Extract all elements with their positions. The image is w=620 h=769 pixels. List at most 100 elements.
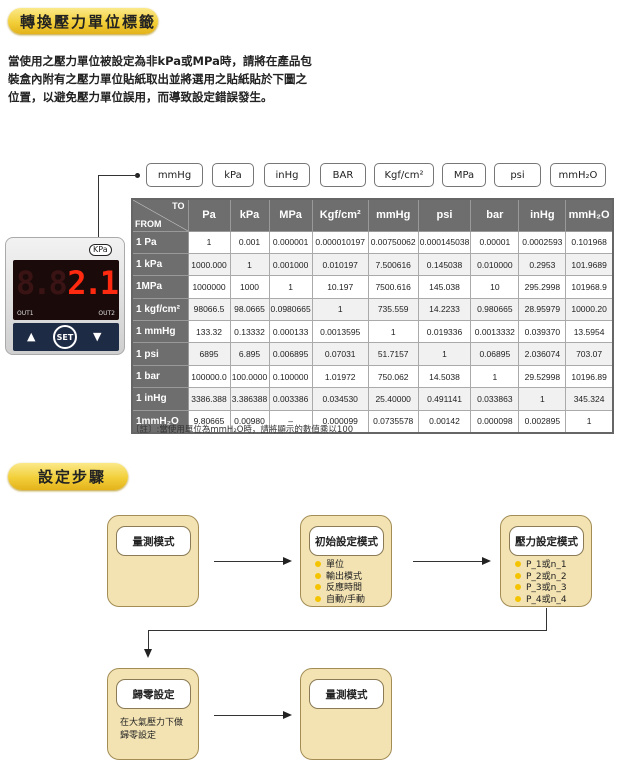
- table-cell: 14.2233: [417, 297, 472, 322]
- table-cell: 1000: [229, 275, 270, 299]
- corner-header: TO FROM: [131, 198, 189, 232]
- connector-line: [148, 630, 547, 631]
- table-cell: 0.00001: [470, 230, 520, 254]
- table-cell: 703.07: [565, 342, 614, 366]
- out2-indicator: OUT2: [98, 310, 115, 317]
- unit-sticker-psi: psi: [494, 163, 541, 187]
- step-title: 初始設定模式: [309, 526, 384, 556]
- arrow-head-icon: [482, 557, 491, 565]
- unit-sticker-inhg: inHg: [264, 163, 310, 187]
- table-cell: 1000.000: [187, 252, 231, 277]
- table-cell: 10196.89: [565, 364, 614, 389]
- table-cell: 1: [367, 320, 419, 344]
- table-cell: 10.197: [311, 275, 369, 299]
- table-cell: 1000000: [187, 275, 231, 299]
- table-cell: 0.491141: [417, 387, 472, 411]
- unit-sticker-mmh2o: mmH₂O: [550, 163, 606, 187]
- table-cell: 0.0013595: [311, 320, 369, 344]
- arrow-head-icon: [283, 557, 292, 565]
- connector-line: [546, 608, 547, 631]
- table-cell: 0.0013332: [470, 320, 520, 344]
- table-cell: 1.01972: [311, 364, 369, 389]
- digit-row: 8.8 2.1: [16, 263, 119, 303]
- table-cell: 1: [565, 409, 614, 434]
- unit-sticker-kpa: kPa: [212, 163, 254, 187]
- table-cell: 2.036074: [518, 342, 567, 366]
- table-cell: 1: [417, 342, 472, 366]
- table-cell: 133.32: [187, 320, 231, 344]
- flow-step-measure-final: 量測模式: [300, 668, 392, 760]
- section-title-label-conversion: 轉換壓力單位標籤: [8, 8, 158, 34]
- table-cell: 0.101968: [565, 230, 614, 254]
- table-cell: 6895: [187, 342, 231, 366]
- table-cell: 0.033863: [470, 387, 520, 411]
- table-cell: 7500.616: [367, 275, 419, 299]
- row-header: 1 psi: [131, 342, 189, 366]
- down-button[interactable]: ▼: [93, 330, 102, 343]
- display: 8.8 2.1 OUT1 OUT2: [13, 260, 119, 320]
- step-item: 單位: [315, 560, 365, 572]
- table-cell: 100.0000: [229, 364, 270, 389]
- table-cell: 0.000133: [268, 320, 313, 344]
- to-label: TO: [172, 201, 185, 211]
- step-item: 輸出模式: [315, 572, 365, 584]
- table-cell: 10000.20: [565, 297, 614, 322]
- step-item: 反應時間: [315, 583, 365, 595]
- unit-sticker-mmhg: mmHg: [146, 163, 203, 187]
- arrow-head-icon: [283, 711, 292, 719]
- table-cell: 10: [470, 275, 520, 299]
- row-header: 1mmH₂O: [131, 409, 189, 434]
- unit-label: KPa: [89, 244, 112, 256]
- section-title-text: 設定步驟: [38, 468, 107, 486]
- unit-sticker-bar: BAR: [320, 163, 366, 187]
- row-header: 1 bar: [131, 364, 189, 389]
- table-cell: 0.019336: [417, 320, 472, 344]
- pressure-gauge-device: KPa 8.8 2.1 OUT1 OUT2 ▲ SET ▼: [5, 237, 125, 355]
- table-cell: 0.145038: [417, 252, 472, 277]
- instruction-paragraph: 當使用之壓力單位被設定為非kPa或MPa時，請將在產品包裝盒內附有之壓力單位貼紙…: [8, 54, 312, 104]
- table-cell: 6.895: [229, 342, 270, 366]
- from-label: FROM: [135, 218, 162, 229]
- table-cell: 0.010000: [470, 252, 520, 277]
- table-cell: 0.010197: [311, 252, 369, 277]
- step-item: P_4或n_4: [515, 595, 567, 607]
- table-cell: 0.003386: [268, 387, 313, 411]
- set-button[interactable]: SET: [53, 325, 77, 349]
- table-cell: 0.2953: [518, 252, 567, 277]
- step-item: P_1或n_1: [515, 560, 567, 572]
- step-item: P_3或n_3: [515, 583, 567, 595]
- table-cell: 3386.388: [187, 387, 231, 411]
- table-cell: 1: [268, 275, 313, 299]
- up-button[interactable]: ▲: [27, 330, 36, 343]
- table-cell: 0.00980: [229, 409, 270, 434]
- arrow-line: [214, 715, 284, 716]
- table-cell: 345.324: [565, 387, 614, 411]
- arrow-line: [413, 561, 483, 562]
- table-cell: 51.7157: [367, 342, 419, 366]
- step-title: 壓力設定模式: [509, 526, 584, 556]
- step-item: 自動/手動: [315, 595, 365, 607]
- table-cell: 14.5038: [417, 364, 472, 389]
- table-cell: 98066.5: [187, 297, 231, 322]
- table-cell: 0.001000: [268, 252, 313, 277]
- table-cell: 28.95979: [518, 297, 567, 322]
- table-cell: 0.0980665: [268, 297, 313, 322]
- flow-step-initial-setup: 初始設定模式 單位輸出模式反應時間自動/手動: [300, 515, 392, 607]
- table-cell: 0.000145038: [417, 230, 472, 254]
- column-header: bar: [470, 198, 520, 232]
- table-cell: 98.0665: [229, 297, 270, 322]
- table-cell: 0.13332: [229, 320, 270, 344]
- table-cell: 0.980665: [470, 297, 520, 322]
- table-cell: 1: [187, 230, 231, 254]
- table-cell: 0.000098: [470, 409, 520, 434]
- step-title: 歸零設定: [116, 679, 191, 709]
